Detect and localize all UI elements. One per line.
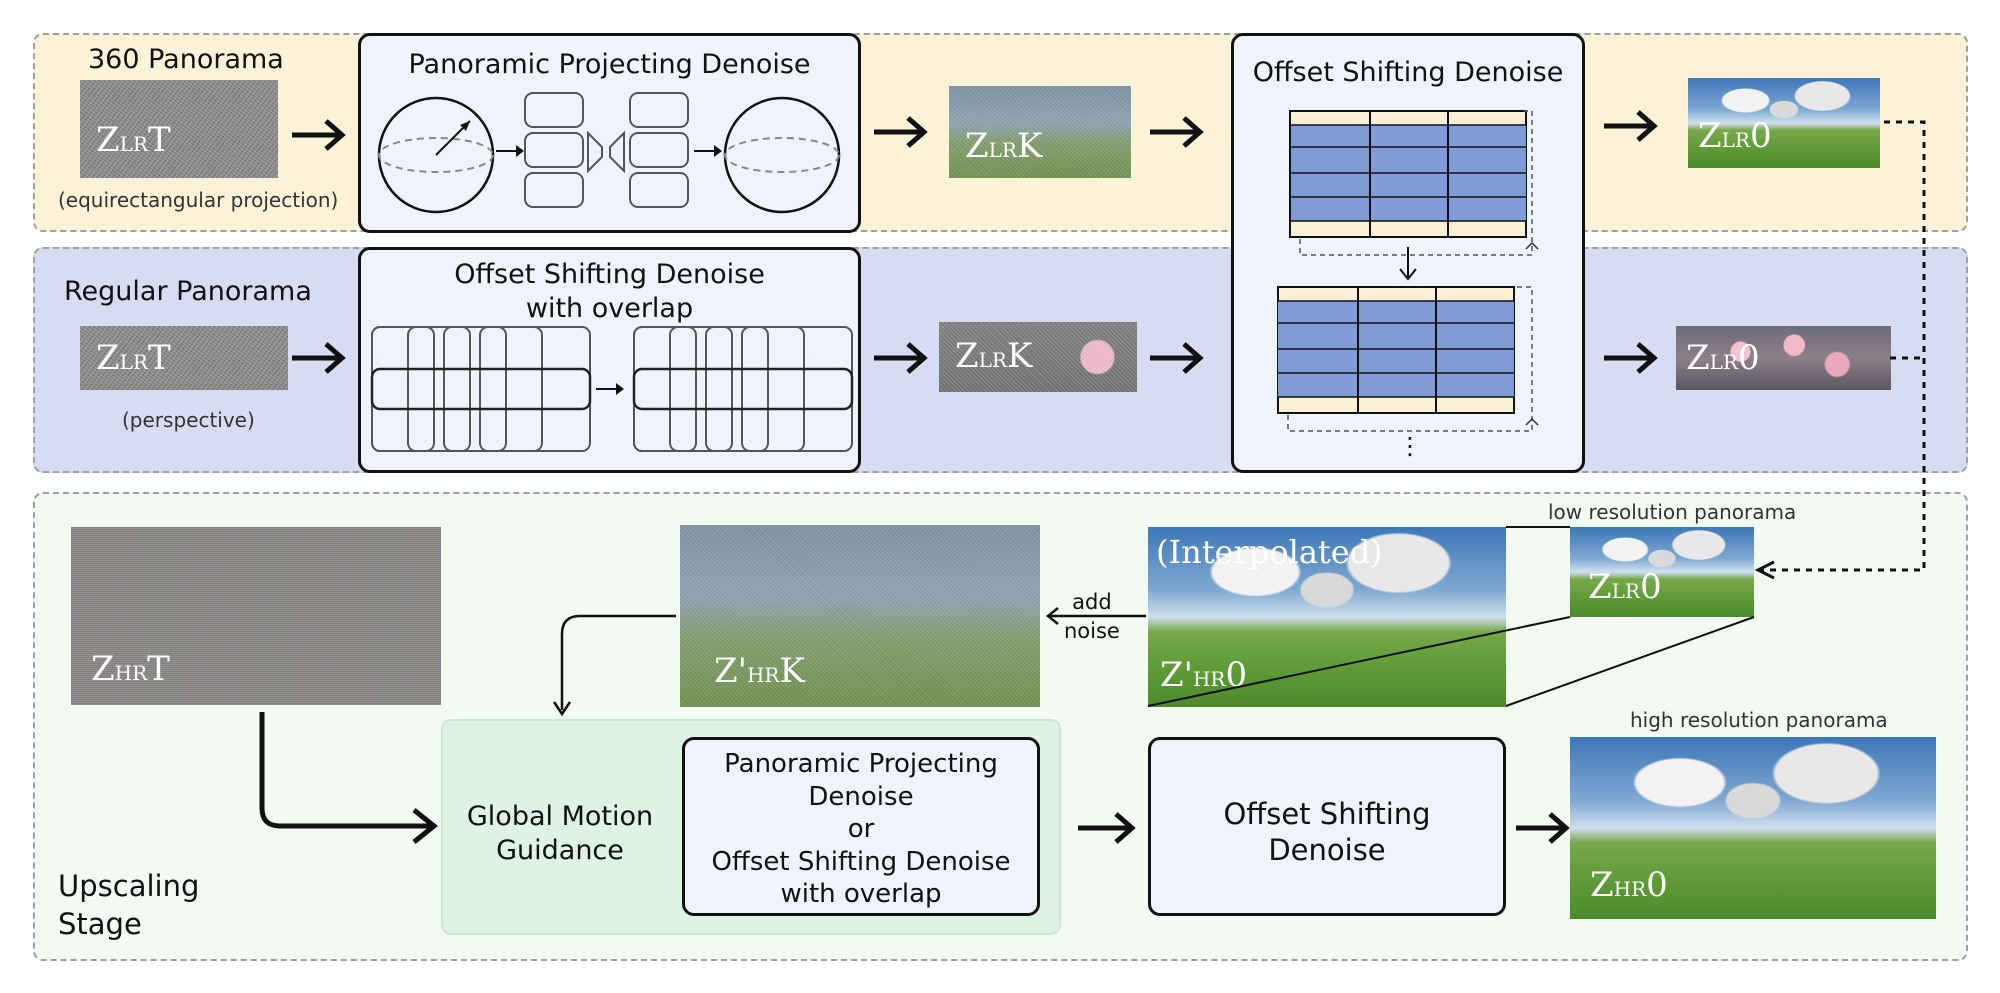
arrow-right-row2-b xyxy=(874,342,928,374)
arrow-right-row1-b xyxy=(874,116,928,148)
arrow-right-upscale-a xyxy=(1078,812,1136,844)
arrow-right-row2-c xyxy=(1150,342,1204,374)
zhr-t-noise: ZHRT xyxy=(71,527,441,705)
offset-shifting-overlap-box: Offset Shifting Denoise with overlap xyxy=(358,247,861,473)
zhr-k-prime-label: Z'HRK xyxy=(714,651,805,691)
panoramic-projecting-denoise-title: Panoramic Projecting Denoise xyxy=(408,49,811,80)
arrow-right-row2-d xyxy=(1604,342,1658,374)
zlr-k-image-regular: ZLRK xyxy=(939,322,1137,392)
zlr-t-label-2: ZLRT xyxy=(96,338,171,378)
zlr-t-label: ZLRT xyxy=(96,120,171,160)
global-motion-guidance-label: Global Motion Guidance xyxy=(466,801,654,866)
overlap-windows-illustration xyxy=(370,326,854,452)
zlr-t-noise-360: ZLRT xyxy=(80,80,278,178)
projecting-or-overlap-text: Panoramic Projecting Denoise or Offset S… xyxy=(711,749,1011,909)
zhr-0-prime-interpolated-image: (Interpolated) Z'HR0 xyxy=(1148,527,1506,707)
zlr-0-label: ZLR0 xyxy=(1698,116,1772,156)
row1-caption: (equirectangular projection) xyxy=(58,188,339,212)
offset-shifting-upscale-title: Offset Shifting Denoise xyxy=(1223,797,1431,868)
projecting-or-overlap-box: Panoramic Projecting Denoise or Offset S… xyxy=(682,737,1040,916)
zlr-0-upscale-label: ZLR0 xyxy=(1588,567,1662,607)
zhr-0-prime-label: Z'HR0 xyxy=(1160,655,1248,695)
low-res-caption: low resolution panorama xyxy=(1548,500,1797,524)
zhr-t-label: ZHRT xyxy=(91,649,170,689)
panoramic-projecting-denoise-box: Panoramic Projecting Denoise xyxy=(358,33,861,233)
offset-shifting-denoise-title: Offset Shifting Denoise xyxy=(1252,57,1564,88)
add-noise-arrow xyxy=(1045,607,1146,625)
shifted-grid-illustration xyxy=(1277,110,1539,432)
zhr-0-label: ZHR0 xyxy=(1590,865,1668,905)
zlr-k-image-360: ZLRK xyxy=(949,86,1131,178)
row1-title: 360 Panorama xyxy=(88,44,284,75)
zlr-0-upscale-image: ZLR0 xyxy=(1570,527,1754,617)
offset-shifting-upscale-box: Offset Shifting Denoise xyxy=(1148,737,1506,916)
arrow-right-row1-d xyxy=(1604,110,1658,142)
interpolated-label: (Interpolated) xyxy=(1156,533,1383,571)
high-res-caption: high resolution panorama xyxy=(1630,708,1888,732)
arrow-right-row2-a xyxy=(292,342,346,374)
zlr-0-label-2: ZLR0 xyxy=(1686,338,1760,378)
zhr-0-image: ZHR0 xyxy=(1570,737,1936,919)
upscaling-stage-label: Upscaling Stage xyxy=(58,869,200,941)
continuation-dots: ⋮ xyxy=(1398,432,1422,460)
zlr-k-label-2: ZLRK xyxy=(955,336,1033,376)
zlr-k-label: ZLRK xyxy=(965,126,1043,166)
zlr-t-noise-regular: ZLRT xyxy=(80,326,288,390)
arrow-right-row1-c xyxy=(1150,116,1204,148)
arrow-right-row1-a xyxy=(292,119,346,151)
row2-caption: (perspective) xyxy=(122,408,255,432)
offset-shifting-overlap-title: Offset Shifting Denoise with overlap xyxy=(454,259,765,324)
zhr-k-prime-image: Z'HRK xyxy=(680,525,1040,707)
sphere-unet-illustration xyxy=(377,92,841,214)
arrow-right-upscale-b xyxy=(1516,812,1570,844)
add-noise-label: add noise xyxy=(1064,590,1120,644)
row2-title: Regular Panorama xyxy=(64,276,312,307)
zlr-0-image-regular: ZLR0 xyxy=(1676,326,1891,390)
zlr-0-image-360: ZLR0 xyxy=(1688,78,1880,168)
